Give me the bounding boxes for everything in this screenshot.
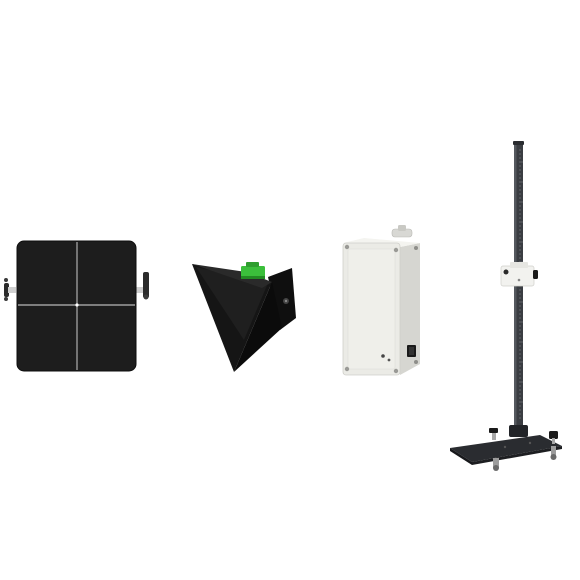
connector-port-icon [407,345,416,357]
enclosure-box [342,225,420,376]
left-knob-icon [4,278,16,301]
pole-scale-ticks [519,149,523,419]
corner-reflector [192,262,296,372]
calibration-panel [4,240,149,372]
leveling-feet-icon [489,428,558,471]
green-mount-icon [241,262,265,279]
tripod-stand [450,141,562,471]
stand-base [450,435,562,462]
clamp-bracket-icon [500,262,538,287]
hanger-icon [391,225,413,238]
right-knob-icon [136,272,149,300]
stand-pole [514,144,523,430]
